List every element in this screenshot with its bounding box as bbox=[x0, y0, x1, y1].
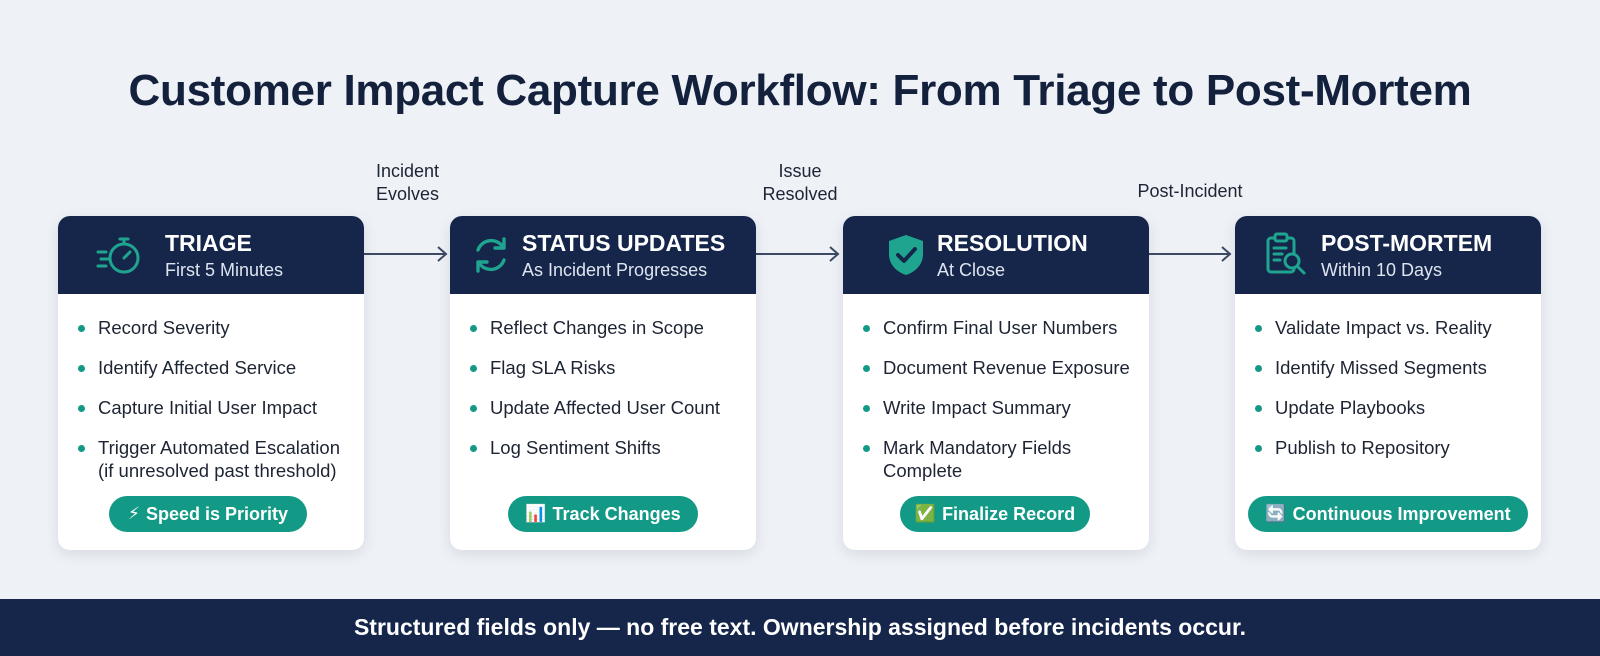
stage-badge-label: Speed is Priority bbox=[145, 503, 288, 524]
stopwatch-icon bbox=[96, 232, 142, 278]
stage-header: RESOLUTION At Close bbox=[843, 216, 1149, 294]
stage-checklist: Validate Impact vs. Reality Identify Mis… bbox=[1255, 316, 1537, 476]
arrow-right-icon bbox=[364, 246, 448, 262]
stage-header: TRIAGE First 5 Minutes bbox=[58, 216, 364, 294]
clipboard-search-icon bbox=[1263, 232, 1309, 278]
stage-checklist: Record Severity Identify Affected Servic… bbox=[78, 316, 360, 499]
connector-label-2: Issue Resolved bbox=[740, 160, 860, 206]
stage-subtitle: As Incident Progresses bbox=[522, 260, 708, 280]
stage-header: STATUS UPDATES As Incident Progresses bbox=[450, 216, 756, 294]
list-item: Mark Mandatory Fields Complete bbox=[863, 436, 1145, 482]
list-item: Reflect Changes in Scope bbox=[470, 316, 752, 339]
list-item: Update Affected User Count bbox=[470, 396, 752, 419]
stage-badge: ✅ Finalize Record bbox=[900, 496, 1090, 532]
shield-check-icon bbox=[883, 232, 929, 278]
stage-subtitle: Within 10 Days bbox=[1321, 260, 1443, 280]
bar-chart-icon: 📊 bbox=[525, 504, 547, 523]
list-item: Update Playbooks bbox=[1255, 396, 1537, 419]
arrow-right-icon bbox=[756, 246, 840, 262]
connector-label-2-line2: Resolved bbox=[762, 184, 838, 204]
stage-title: TRIAGE bbox=[165, 230, 252, 256]
stage-badge: 🔄 Continuous Improvement bbox=[1248, 496, 1528, 532]
list-item: Confirm Final User Numbers bbox=[863, 316, 1145, 339]
list-item: Write Impact Summary bbox=[863, 396, 1145, 419]
stage-checklist: Reflect Changes in Scope Flag SLA Risks … bbox=[470, 316, 752, 476]
list-item: Log Sentiment Shifts bbox=[470, 436, 752, 459]
list-item: Document Revenue Exposure bbox=[863, 356, 1145, 379]
stage-subtitle: First 5 Minutes bbox=[165, 260, 284, 280]
stage-checklist: Confirm Final User Numbers Document Reve… bbox=[863, 316, 1145, 499]
page-title: Customer Impact Capture Workflow: From T… bbox=[128, 66, 1472, 115]
arrow-right-icon bbox=[1148, 246, 1232, 262]
stage-title: POST-MORTEM bbox=[1321, 230, 1493, 256]
list-item: Record Severity bbox=[78, 316, 360, 339]
connector-label-3: Post-Incident bbox=[1120, 180, 1260, 203]
connector-label-2-line1: Issue bbox=[778, 161, 822, 181]
lightning-icon: ⚡ bbox=[128, 504, 140, 523]
list-item: Capture Initial User Impact bbox=[78, 396, 360, 419]
stage-card-resolution: RESOLUTION At Close Confirm Final User N… bbox=[843, 216, 1149, 550]
stage-badge: 📊 Track Changes bbox=[508, 496, 698, 532]
stage-badge-label: Finalize Record bbox=[942, 503, 1076, 524]
connector-label-1-line1: Incident bbox=[375, 161, 440, 181]
stage-header: POST-MORTEM Within 10 Days bbox=[1235, 216, 1541, 294]
list-item: Identify Missed Segments bbox=[1255, 356, 1537, 379]
list-item: Trigger Automated Escalation (if unresol… bbox=[78, 436, 360, 482]
connector-label-1: Incident Evolves bbox=[350, 160, 465, 206]
stage-subtitle: At Close bbox=[937, 260, 1006, 280]
stage-title: RESOLUTION bbox=[937, 230, 1088, 256]
stage-badge-label: Continuous Improvement bbox=[1292, 503, 1511, 524]
footer-text: Structured fields only — no free text. O… bbox=[353, 614, 1247, 640]
connector-label-1-line2: Evolves bbox=[375, 184, 440, 204]
stage-badge-label: Track Changes bbox=[552, 503, 681, 524]
stage-badge: ⚡ Speed is Priority bbox=[109, 496, 307, 532]
footer-banner: Structured fields only — no free text. O… bbox=[0, 599, 1600, 656]
list-item: Publish to Repository bbox=[1255, 436, 1537, 459]
refresh-icon bbox=[468, 232, 514, 278]
cycle-icon: 🔄 bbox=[1265, 504, 1287, 523]
connector-label-3-line1: Post-Incident bbox=[1137, 181, 1243, 201]
stage-card-post-mortem: POST-MORTEM Within 10 Days Validate Impa… bbox=[1235, 216, 1541, 550]
stage-card-triage: TRIAGE First 5 Minutes Record Severity I… bbox=[58, 216, 364, 550]
stage-title: STATUS UPDATES bbox=[522, 230, 726, 256]
list-item: Identify Affected Service bbox=[78, 356, 360, 379]
list-item: Validate Impact vs. Reality bbox=[1255, 316, 1537, 339]
list-item: Flag SLA Risks bbox=[470, 356, 752, 379]
check-icon: ✅ bbox=[914, 504, 937, 523]
stage-card-status-updates: STATUS UPDATES As Incident Progresses Re… bbox=[450, 216, 756, 550]
